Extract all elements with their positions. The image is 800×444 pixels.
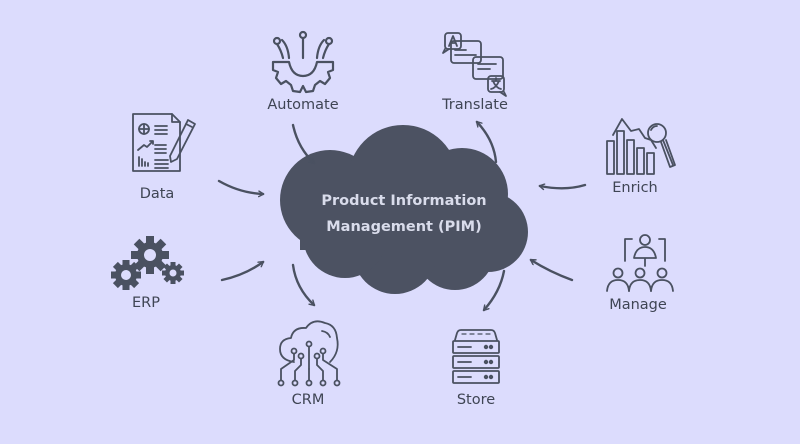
arrow-pim-to-store (482, 269, 506, 312)
node-label-crm: CRM (291, 392, 325, 408)
server-rack-icon (452, 329, 500, 384)
team-hierarchy-icon (606, 234, 674, 292)
node-label-enrich: Enrich (612, 180, 658, 196)
pim-title-line2: Management (PIM) (326, 219, 482, 235)
node-label-manage: Manage (609, 297, 667, 313)
node-label-translate: Translate (442, 97, 508, 113)
translate-bubbles-icon (442, 32, 507, 97)
arrow-data-to-pim (217, 179, 265, 198)
arrow-enrich-to-pim (538, 183, 587, 191)
cloud-circuit-icon (277, 320, 341, 387)
arrow-erp-to-pim (220, 260, 265, 282)
bar-chart-magnifier-icon (606, 118, 676, 175)
arrow-automate-to-pim (291, 123, 316, 165)
document-chart-pen-icon (132, 113, 196, 172)
pim-title-line1: Product Information (321, 193, 487, 209)
node-label-erp: ERP (132, 295, 160, 311)
arrow-manage-to-pim (529, 258, 574, 282)
pim-cloud (280, 125, 528, 294)
node-label-automate: Automate (267, 97, 339, 113)
gear-circuit-icon (271, 30, 335, 94)
node-label-store: Store (456, 392, 496, 408)
arrow-pim-to-translate (475, 120, 498, 164)
pim-title: Product Information Management (PIM) (321, 188, 486, 240)
gears-icon (111, 236, 184, 290)
arrow-pim-to-crm (291, 263, 316, 307)
node-label-data: Data (139, 186, 175, 202)
